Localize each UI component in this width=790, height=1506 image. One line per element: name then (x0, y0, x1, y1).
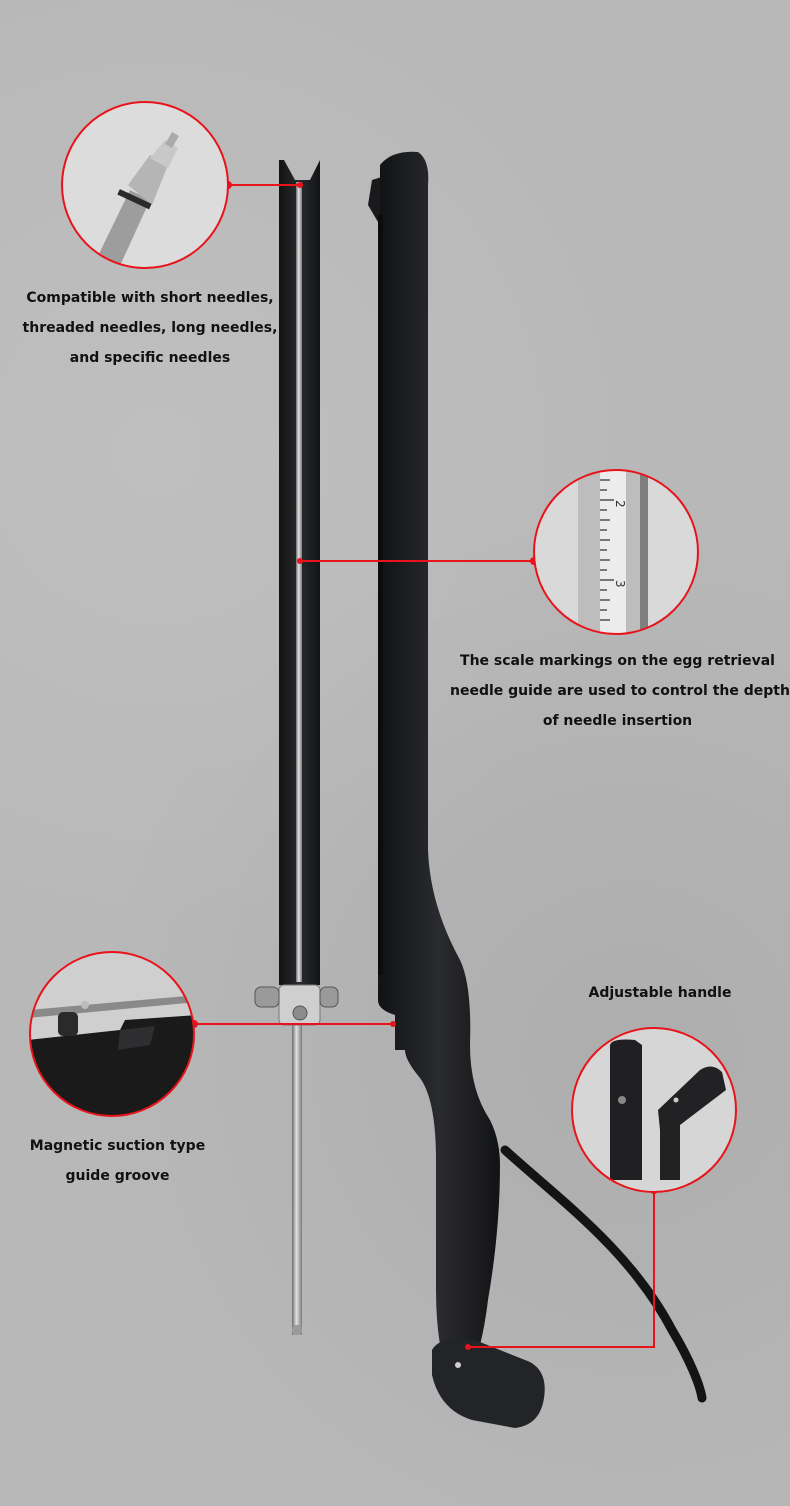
needle-shaft-in-rail (296, 182, 302, 982)
caption-scale-markings: The scale markings on the egg retrieval … (450, 646, 790, 736)
caption-line: Adjustable handle (588, 985, 732, 1001)
caption-line: needle guide are used to control the dep… (450, 683, 790, 699)
scale-marking-detail-icon: 2 3 (533, 469, 699, 635)
foot-cap-dot (455, 1362, 461, 1368)
caption-line: threaded needles, long needles, (22, 320, 278, 336)
needle-shaft-lower (292, 1025, 302, 1335)
probe-body (378, 151, 500, 1346)
caption-line: Compatible with short needles, (26, 290, 274, 306)
caption-line: guide groove (65, 1168, 170, 1184)
caption-line: The scale markings on the egg retrieval (460, 653, 775, 669)
caption-adjustable-handle: Adjustable handle (575, 978, 745, 1008)
scale-number-3: 3 (613, 580, 627, 588)
needle-tip (292, 1325, 302, 1335)
callout-lines (194, 184, 655, 1348)
caption-line: of needle insertion (542, 713, 693, 729)
probe-foot-cap (432, 1338, 545, 1428)
probe-handle-device (368, 151, 707, 1428)
caption-needle-compatibility: Compatible with short needles, threaded … (20, 283, 280, 373)
scale-number-2: 2 (613, 500, 627, 508)
caption-line: and specific needles (69, 350, 231, 366)
handle-cable (500, 1145, 707, 1403)
knob-right (319, 986, 339, 1008)
clamp-screw (292, 1005, 308, 1021)
handle-detail-icon (571, 1027, 737, 1193)
guide-groove-detail-icon (29, 951, 195, 1117)
caption-line: Magnetic suction type (29, 1138, 206, 1154)
probe-side-groove (378, 215, 383, 975)
knob-left (254, 986, 280, 1008)
caption-guide-groove: Magnetic suction type guide groove (20, 1131, 215, 1191)
needle-tip-detail-icon (61, 101, 229, 269)
callout-line-handle (468, 1190, 655, 1348)
needle-guide-rail (254, 160, 339, 1335)
